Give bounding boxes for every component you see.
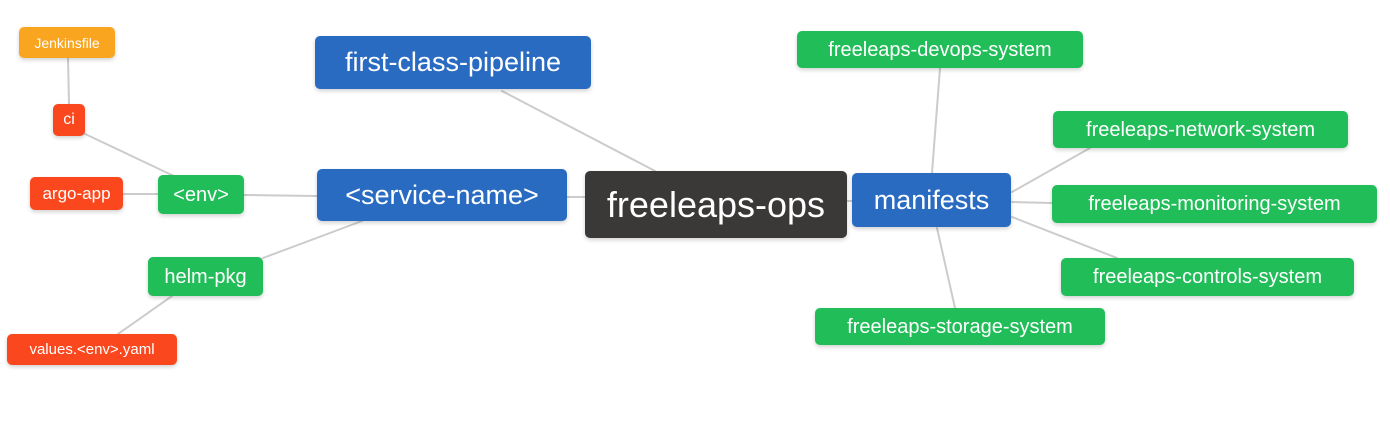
node-freeleaps-storage-system[interactable]: freeleaps-storage-system [815,308,1105,345]
node-ci[interactable]: ci [53,104,85,136]
node-helm-pkg[interactable]: helm-pkg [148,257,263,296]
edge-helm-pkg-service-name [262,220,363,259]
node-freeleaps-controls-system[interactable]: freeleaps-controls-system [1061,258,1354,296]
edge-manifests-monitoring [1011,201,1053,204]
edge-manifests-storage [936,227,956,309]
edge-pipeline-root [501,90,656,172]
node-freeleaps-network-system[interactable]: freeleaps-network-system [1053,111,1348,148]
edge-ci-env [82,132,177,178]
edge-values-helm-pkg [117,295,173,335]
node-manifests[interactable]: manifests [852,173,1011,227]
node-argo-app[interactable]: argo-app [30,177,123,210]
node-freeleaps-monitoring-system[interactable]: freeleaps-monitoring-system [1052,185,1377,223]
node-jenkinsfile[interactable]: Jenkinsfile [19,27,115,58]
node-first-class-pipeline[interactable]: first-class-pipeline [315,36,591,89]
edge-manifests-devops [931,67,941,174]
edge-jenkinsfile-ci [67,57,70,105]
node-service-name[interactable]: <service-name> [317,169,567,221]
node-freeleaps-devops-system[interactable]: freeleaps-devops-system [797,31,1083,68]
node-values-env-yaml[interactable]: values.<env>.yaml [7,334,177,365]
edge-manifests-controls [1011,216,1118,259]
edge-env-service-name [243,194,318,197]
node-root-freeleaps-ops[interactable]: freeleaps-ops [585,171,847,238]
node-env[interactable]: <env> [158,175,244,214]
